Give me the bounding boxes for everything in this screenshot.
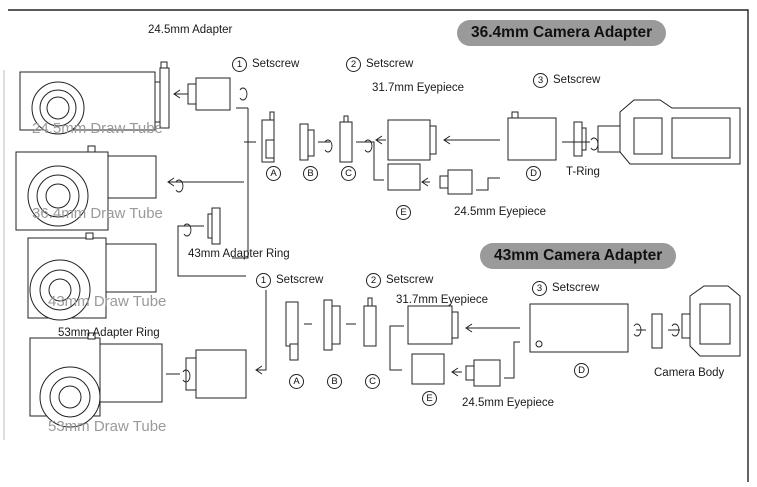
banner-36-4mm-camera-adapter: 36.4mm Camera Adapter [457, 20, 667, 46]
label-24-5mm-adapter: 24.5mm Adapter [148, 24, 233, 36]
marker-c-top: C [341, 166, 356, 181]
label-setscrew-2-bottom: Setscrew [386, 274, 434, 286]
rotate-mark [175, 179, 184, 193]
part-b-top [299, 123, 315, 161]
draw-tube-36-4 [15, 145, 157, 231]
rotate-mark [671, 323, 680, 337]
marker-1-top: 1 [232, 57, 247, 72]
eyepiece-31-7-top [387, 119, 437, 161]
marker-c-bottom: C [365, 374, 380, 389]
rotate-mark [182, 369, 191, 383]
part-a-top [261, 111, 275, 163]
eyepiece-24-5-top [387, 163, 473, 195]
marker-2-top: 2 [346, 57, 361, 72]
adapter-24-5-sleeve [187, 77, 231, 111]
label-camera-body: Camera Body [654, 367, 725, 379]
label-31-7mm-eyepiece-top: 31.7mm Eyepiece [372, 82, 465, 94]
banner-43mm-camera-adapter: 43mm Camera Adapter [480, 243, 677, 269]
camera-body-top [597, 99, 741, 165]
label-36-4mm-draw-tube: 36.4mm Draw Tube [32, 205, 163, 222]
label-setscrew-2-top: Setscrew [366, 58, 414, 70]
frame-border [8, 9, 749, 482]
marker-d-top: D [526, 166, 541, 181]
label-setscrew-3-bottom: Setscrew [552, 282, 600, 294]
label-53mm-draw-tube: 53mm Draw Tube [48, 418, 167, 435]
label-31-7mm-eyepiece-bottom: 31.7mm Eyepiece [396, 294, 489, 306]
part-c-bottom [363, 297, 377, 347]
marker-b-bottom: B [327, 374, 342, 389]
draw-tube-53 [29, 332, 163, 428]
marker-a-bottom: A [289, 374, 304, 389]
label-24-5mm-eyepiece-top: 24.5mm Eyepiece [454, 206, 547, 218]
marker-1-bottom: 1 [256, 273, 271, 288]
part-b-bottom [323, 299, 341, 351]
marker-d-bottom: D [574, 363, 589, 378]
label-43mm-draw-tube: 43mm Draw Tube [48, 293, 167, 310]
marker-a-top: A [266, 166, 281, 181]
camera-body-bottom [681, 285, 741, 357]
eyepiece-24-5-bottom [411, 353, 501, 387]
part-c-top [339, 115, 353, 163]
label-24-5mm-draw-tube: 24.5mm Draw Tube [32, 120, 163, 137]
marker-e-bottom: E [422, 391, 437, 406]
rotate-mark [590, 137, 599, 151]
rotate-mark [633, 323, 642, 337]
label-t-ring: T-Ring [566, 166, 600, 178]
draw-tube-43 [27, 232, 157, 321]
adapter-ring-53-body [185, 349, 247, 399]
camera-ring-bottom [651, 313, 663, 349]
label-24-5mm-eyepiece-bottom: 24.5mm Eyepiece [462, 397, 555, 409]
draw-tube-24-5 [19, 61, 170, 135]
label-setscrew-1-top: Setscrew [252, 58, 300, 70]
marker-e-top: E [396, 205, 411, 220]
marker-2-bottom: 2 [366, 273, 381, 288]
marker-b-top: B [303, 166, 318, 181]
rotate-mark [324, 139, 333, 153]
part-d-top [507, 111, 557, 161]
part-d-bottom [529, 303, 629, 353]
marker-3-bottom: 3 [532, 281, 547, 296]
label-43mm-adapter-ring: 43mm Adapter Ring [188, 248, 290, 260]
marker-3-top: 3 [533, 73, 548, 88]
label-setscrew-1-bottom: Setscrew [276, 274, 324, 286]
part-a-bottom [285, 301, 299, 361]
rotate-mark [239, 87, 248, 101]
adapter-ring-43 [207, 207, 221, 245]
label-53mm-adapter-ring: 53mm Adapter Ring [58, 327, 160, 339]
t-ring [573, 121, 587, 157]
label-setscrew-3-top: Setscrew [553, 74, 601, 86]
rotate-mark [364, 139, 373, 153]
rotate-mark [183, 223, 192, 237]
eyepiece-31-7-bottom [407, 305, 459, 345]
